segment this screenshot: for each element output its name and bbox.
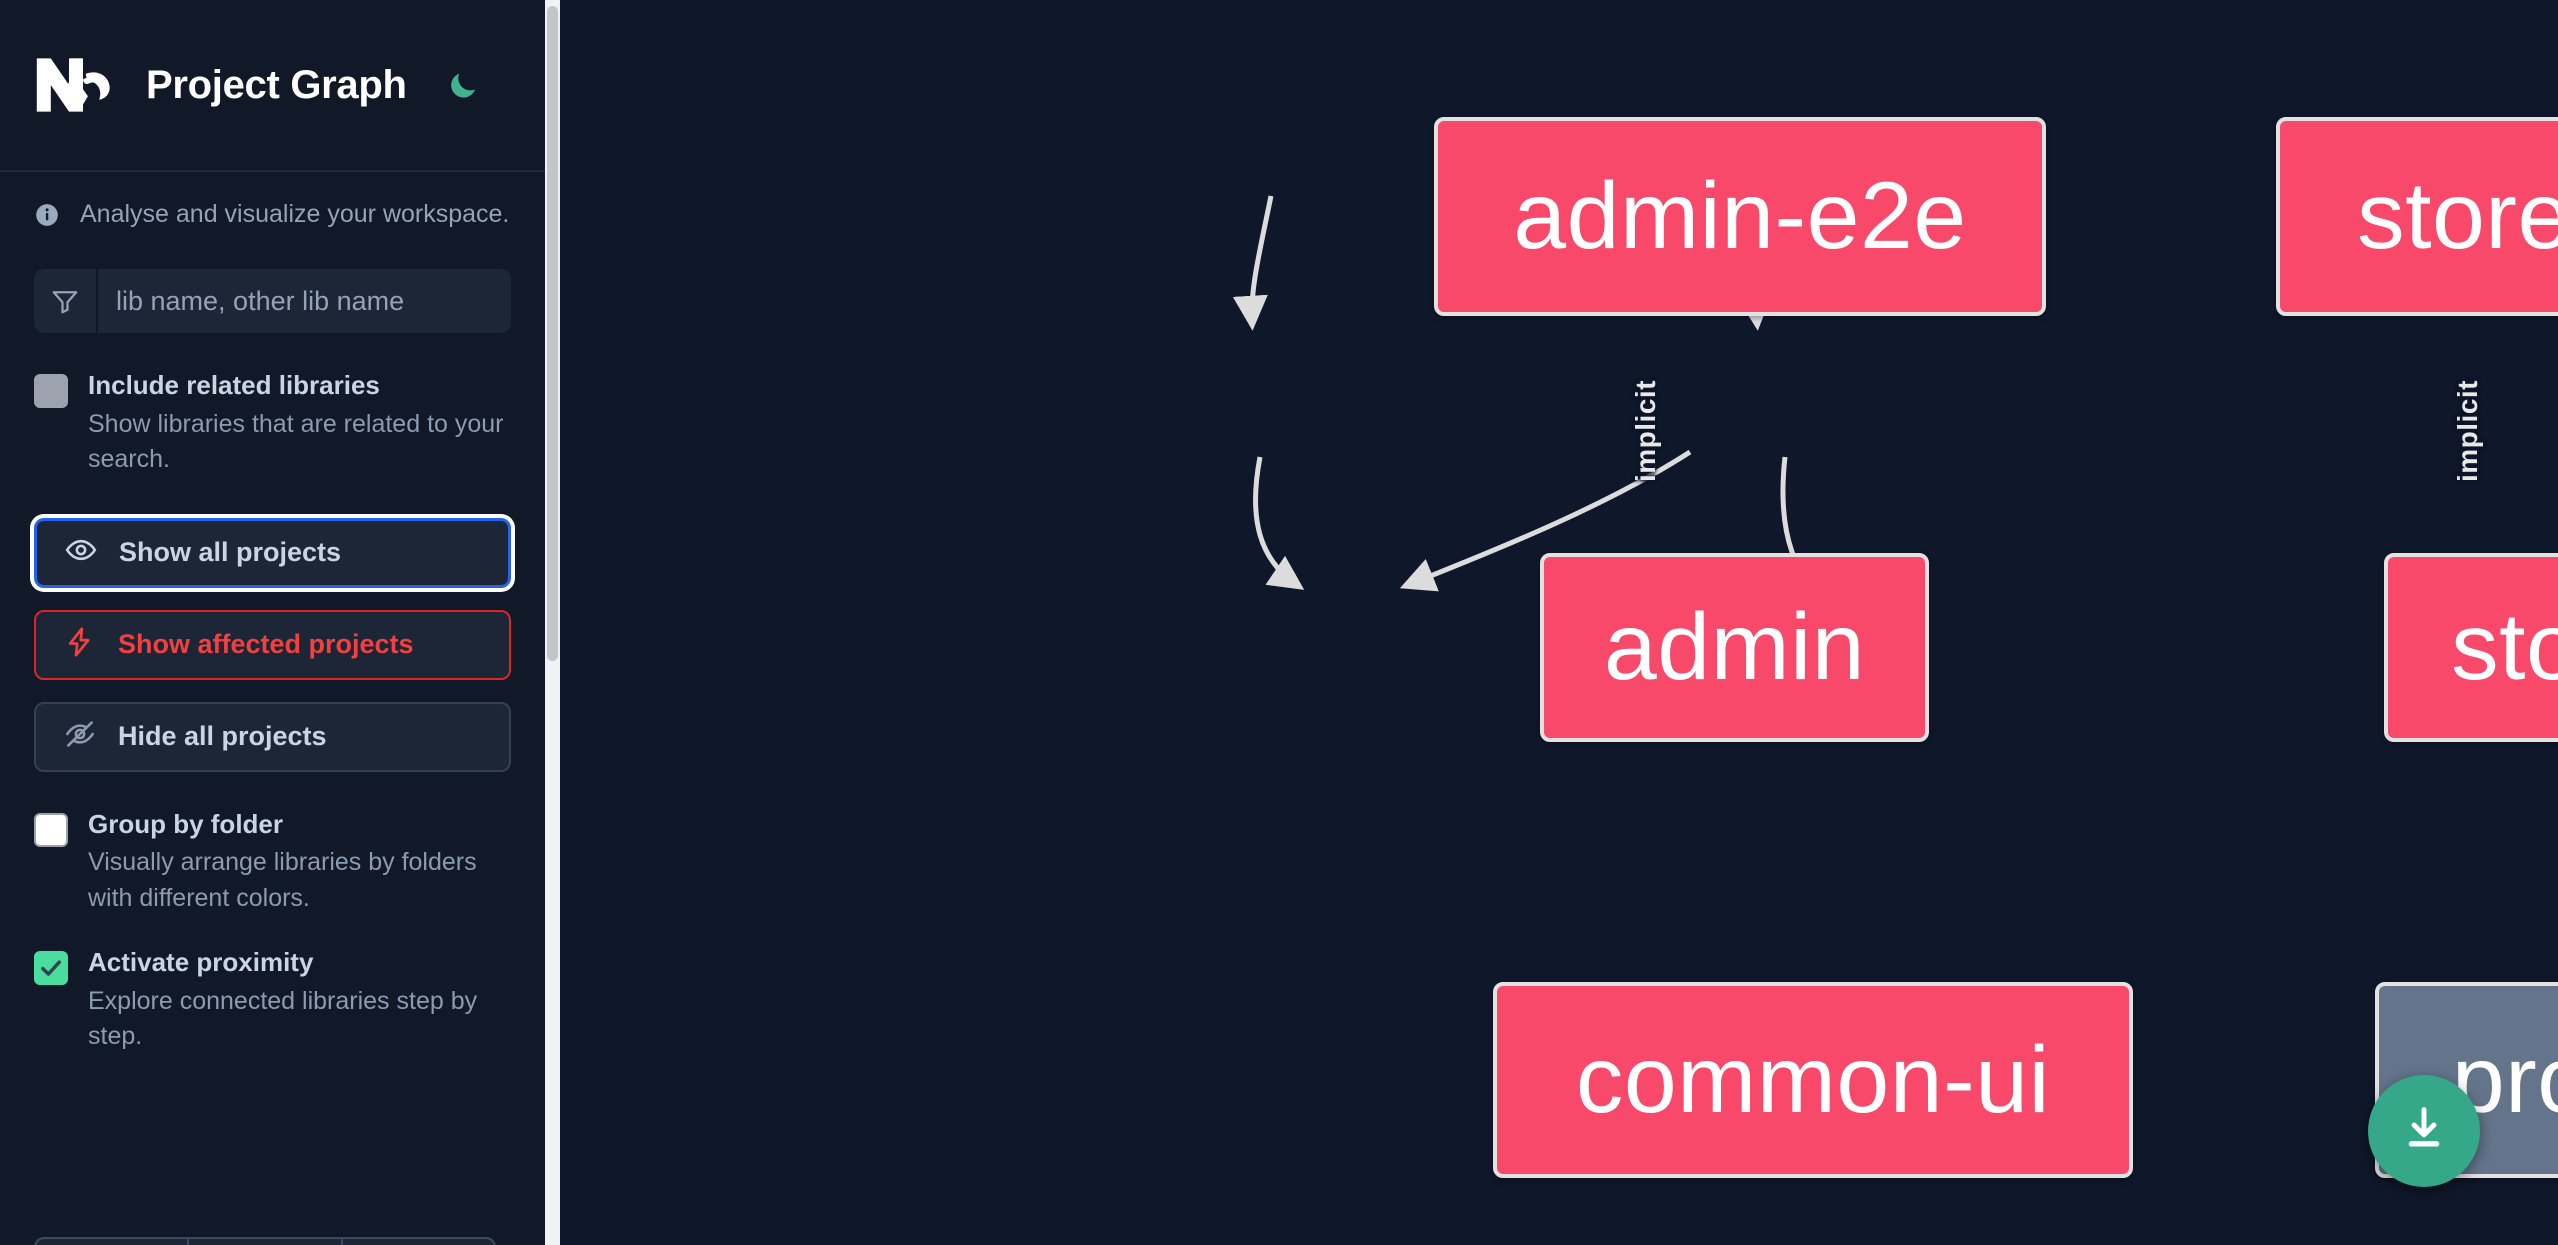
- graph-node-store-e2e[interactable]: store-e2e: [2276, 117, 2558, 316]
- edge-admin-e2e-to-admin: [1232, 195, 1274, 331]
- graph-node-common-ui-label: common-ui: [1575, 1026, 2051, 1133]
- sidebar-header: Project Graph: [0, 0, 545, 172]
- group-by-folder-label: Group by folder: [88, 808, 283, 839]
- projects-button-group: Show all projects Show affected projects: [0, 478, 545, 772]
- edge-store-to-common-ui: [1399, 449, 1692, 592]
- nx-logo-icon: [34, 54, 118, 116]
- sidebar-scrollbar-track[interactable]: [545, 0, 560, 1245]
- checkbox-row-include-related-libraries[interactable]: Include related libraries Show libraries…: [0, 333, 545, 478]
- info-icon: [34, 202, 60, 228]
- proximity-step-decrease[interactable]: [36, 1239, 190, 1245]
- group-by-folder-checkbox[interactable]: [34, 812, 68, 847]
- proximity-step-increase[interactable]: [343, 1239, 494, 1245]
- edge-admin-to-common-ui: [1253, 456, 1305, 590]
- group-by-folder-description: Visually arrange libraries by folders wi…: [88, 848, 477, 912]
- checkbox-row-activate-proximity[interactable]: Activate proximity Explore connected lib…: [0, 916, 545, 1055]
- graph-node-admin-label: admin: [1603, 594, 1866, 700]
- graph-node-admin-e2e-label: admin-e2e: [1513, 163, 1967, 269]
- show-all-projects-label: Show all projects: [119, 537, 342, 567]
- workspace-info: Analyse and visualize your workspace.: [0, 172, 545, 229]
- include-related-libraries-label: Include related libraries: [88, 370, 380, 400]
- activate-proximity-label: Activate proximity: [88, 947, 314, 977]
- moon-icon[interactable]: [441, 63, 485, 107]
- include-related-libraries-text: Include related libraries Show libraries…: [88, 369, 511, 478]
- workspace-info-text: Analyse and visualize your workspace.: [80, 200, 510, 228]
- filter-icon: [34, 269, 98, 333]
- graph-node-store[interactable]: store: [2384, 553, 2558, 742]
- lightning-bolt-icon: [64, 626, 96, 663]
- proximity-step-control: [0, 1237, 530, 1245]
- search-section: [0, 229, 545, 333]
- proximity-step-segments: [34, 1237, 496, 1245]
- search-input[interactable]: [98, 269, 511, 333]
- page-title: Project Graph: [146, 62, 407, 107]
- sidebar: Project Graph Analyse and visualize yo: [0, 0, 560, 1245]
- hide-all-projects-button[interactable]: Hide all projects: [34, 701, 511, 772]
- activate-proximity-checkbox[interactable]: [34, 951, 68, 985]
- include-related-libraries-description: Show libraries that are related to your …: [88, 409, 504, 474]
- download-icon: [2397, 1102, 2451, 1161]
- search-box: [34, 269, 511, 333]
- checkbox-row-group-by-folder[interactable]: Group by folder Visually arrange librari…: [0, 772, 545, 917]
- graph-canvas[interactable]: implicit implicit admin-e2e store-e2e ad…: [560, 0, 2558, 1245]
- include-related-libraries-checkbox[interactable]: [34, 374, 68, 408]
- activate-proximity-text: Activate proximity Explore connected lib…: [88, 946, 511, 1055]
- group-by-folder-text: Group by folder Visually arrange librari…: [88, 808, 511, 917]
- graph-node-store-e2e-label: store-e2e: [2357, 163, 2558, 269]
- show-all-projects-button[interactable]: Show all projects: [34, 517, 511, 588]
- activate-proximity-description: Explore connected libraries step by step…: [88, 986, 478, 1051]
- show-affected-projects-button[interactable]: Show affected projects: [34, 609, 511, 680]
- show-affected-projects-label: Show affected projects: [118, 629, 414, 659]
- graph-node-admin-e2e[interactable]: admin-e2e: [1434, 117, 2046, 316]
- eye-icon: [65, 534, 97, 571]
- graph-node-admin[interactable]: admin: [1540, 553, 1929, 742]
- sidebar-content: Project Graph Analyse and visualize yo: [0, 0, 545, 1245]
- download-graph-button[interactable]: [2368, 1075, 2480, 1187]
- graph-node-common-ui[interactable]: common-ui: [1493, 982, 2133, 1178]
- proximity-step-value[interactable]: [189, 1239, 343, 1245]
- eye-off-icon: [64, 718, 96, 755]
- graph-node-store-label: store: [2451, 594, 2558, 700]
- hide-all-projects-label: Hide all projects: [118, 721, 327, 751]
- sidebar-scrollbar-thumb[interactable]: [547, 6, 558, 661]
